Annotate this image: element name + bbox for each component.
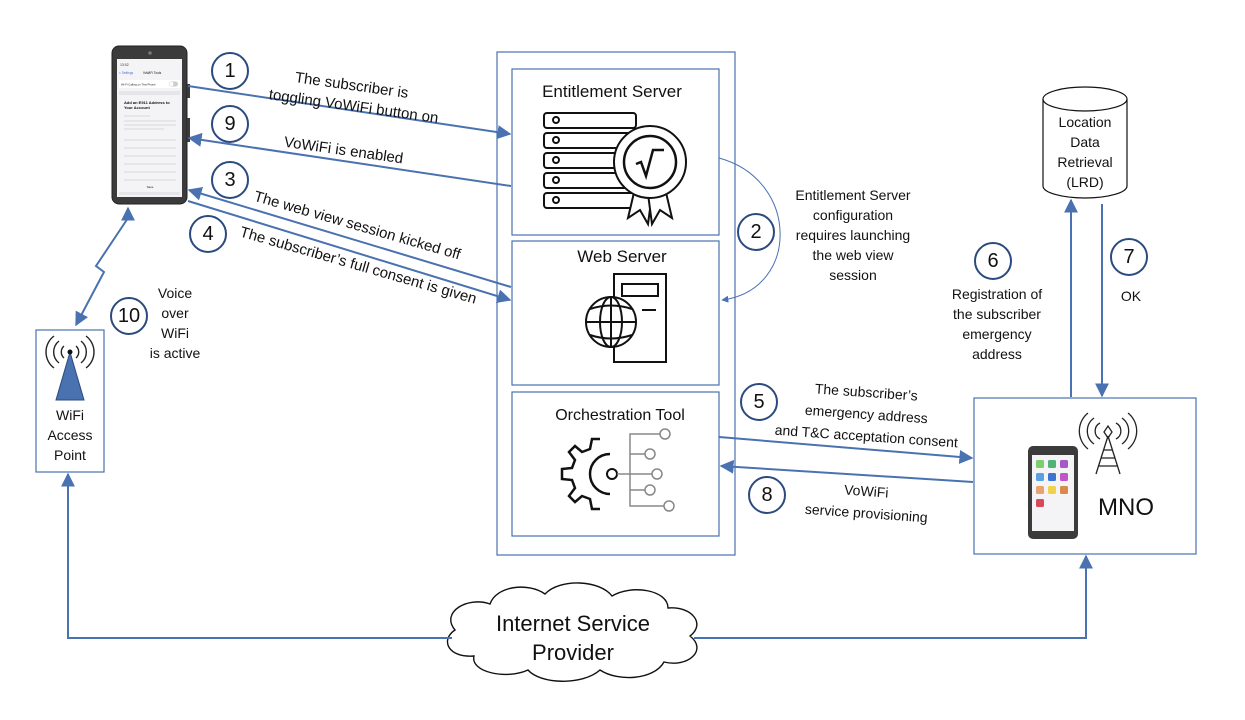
step-10-text-1: Voice [158,285,192,301]
step-2-text-4: the web view [813,247,895,263]
step-10: 10 Voice over WiFi is active [110,285,201,361]
step-4: 4 The subscriber’s full consent is given [189,215,479,308]
arrow-step-8 [719,459,974,483]
isp-to-wifi-link [61,472,452,639]
phone-nav-title: VoWiFi Tools [143,71,162,75]
step-5-text-3: and T&C acceptation consent [774,422,958,451]
wifi-ap-line-2: Access [47,427,92,443]
step-6: 6 Registration of the subscriber emergen… [952,242,1042,362]
isp-cloud: Internet Service Provider [446,582,698,682]
phone-toggle-label: Wi-Fi Calling on This Phone [121,83,156,87]
arrow-step-9 [187,132,512,187]
wifi-antenna-icon [45,335,95,401]
entitlement-server-label: Entitlement Server [542,82,682,101]
step-10-text-2: over [161,305,189,321]
isp-line-2: Provider [532,640,614,665]
step-2-text-5: session [829,267,876,283]
step-1-number: 1 [224,60,235,82]
step-6-text-4: address [972,346,1022,362]
phone-heading-1: Add an E911 Address to [124,100,170,105]
phone-heading-2: Your Account [124,105,150,110]
isp-line-1: Internet Service [496,611,650,636]
arrow-step-2 [718,157,781,303]
step-2-text-2: configuration [813,207,893,223]
phone-back-link[interactable]: < Settings [119,71,134,75]
certificate-server-icon [543,112,687,228]
arrow-step-5 [718,436,974,464]
step-6-number: 6 [987,250,998,272]
step-5-text-2: emergency address [804,402,928,427]
wifi-access-point: WiFi Access Point [35,329,105,473]
web-server-icon [585,273,667,363]
orchestration-tool-box: Orchestration Tool [511,391,720,537]
step-10-text-3: WiFi [161,325,189,341]
step-7: 7 OK [1110,238,1148,304]
wifi-ap-line-3: Point [54,447,86,463]
step-2-text-1: Entitlement Server [795,187,910,203]
step-6-text-1: Registration of [952,286,1042,302]
web-server-box: Web Server [511,240,720,386]
mno-phone-icon [1028,446,1078,539]
mno-label: MNO [1098,494,1154,521]
step-5-number: 5 [753,391,764,413]
phone-save-button[interactable]: Save [147,185,154,189]
step-2-number: 2 [750,221,761,243]
step-3: 3 The web view session kicked off [211,161,463,264]
step-10-number: 10 [118,305,140,327]
step-4-number: 4 [202,223,213,245]
step-2: 2 Entitlement Server configuration requi… [737,187,911,283]
mno-box: MNO [973,397,1197,555]
step-9-number: 9 [224,113,235,135]
arrow-step-4 [187,200,512,303]
lrd-line-3: Retrieval [1057,154,1112,170]
step-8: 8 VoWiFi service provisioning [748,476,928,526]
lrd-line-4: (LRD) [1066,174,1103,190]
web-server-label: Web Server [577,247,667,266]
wifi-ap-line-1: WiFi [56,407,84,423]
cell-tower-icon [1078,412,1138,475]
step-8-number: 8 [761,484,772,506]
step-6-text-2: the subscriber [953,306,1041,322]
orchestration-gear-icon [560,437,618,511]
arrow-step-1 [187,85,512,140]
step-8-text-2: service provisioning [804,501,928,526]
phone-form-lines [124,115,176,181]
isp-to-mno-link [694,554,1093,639]
step-8-text-1: VoWiFi [844,481,889,500]
arrow-step-3 [187,186,512,288]
flow-arrows [61,85,1109,639]
subscriber-phone: 13:02 < Settings VoWiFi Tools Wi-Fi Call… [111,45,190,205]
lrd-line-2: Data [1070,134,1100,150]
arrow-step-10 [75,206,135,327]
orchestration-tool-label: Orchestration Tool [555,407,685,424]
step-10-text-4: is active [150,345,201,361]
orchestration-nodes-icon [617,428,675,512]
lrd-line-1: Location [1059,114,1112,130]
entitlement-server-box: Entitlement Server [511,68,720,236]
step-9-text: VoWiFi is enabled [283,134,404,168]
step-3-number: 3 [224,169,235,191]
step-6-text-3: emergency [962,326,1031,342]
step-7-number: 7 [1123,246,1134,268]
step-2-text-3: requires launching [796,227,910,243]
step-5: 5 The subscriber’s emergency address and… [740,380,958,451]
step-5-text-1: The subscriber’s [814,380,918,403]
step-7-text: OK [1121,288,1142,304]
lrd-database: Location Data Retrieval (LRD) [1042,86,1128,199]
phone-time: 13:02 [120,63,129,67]
